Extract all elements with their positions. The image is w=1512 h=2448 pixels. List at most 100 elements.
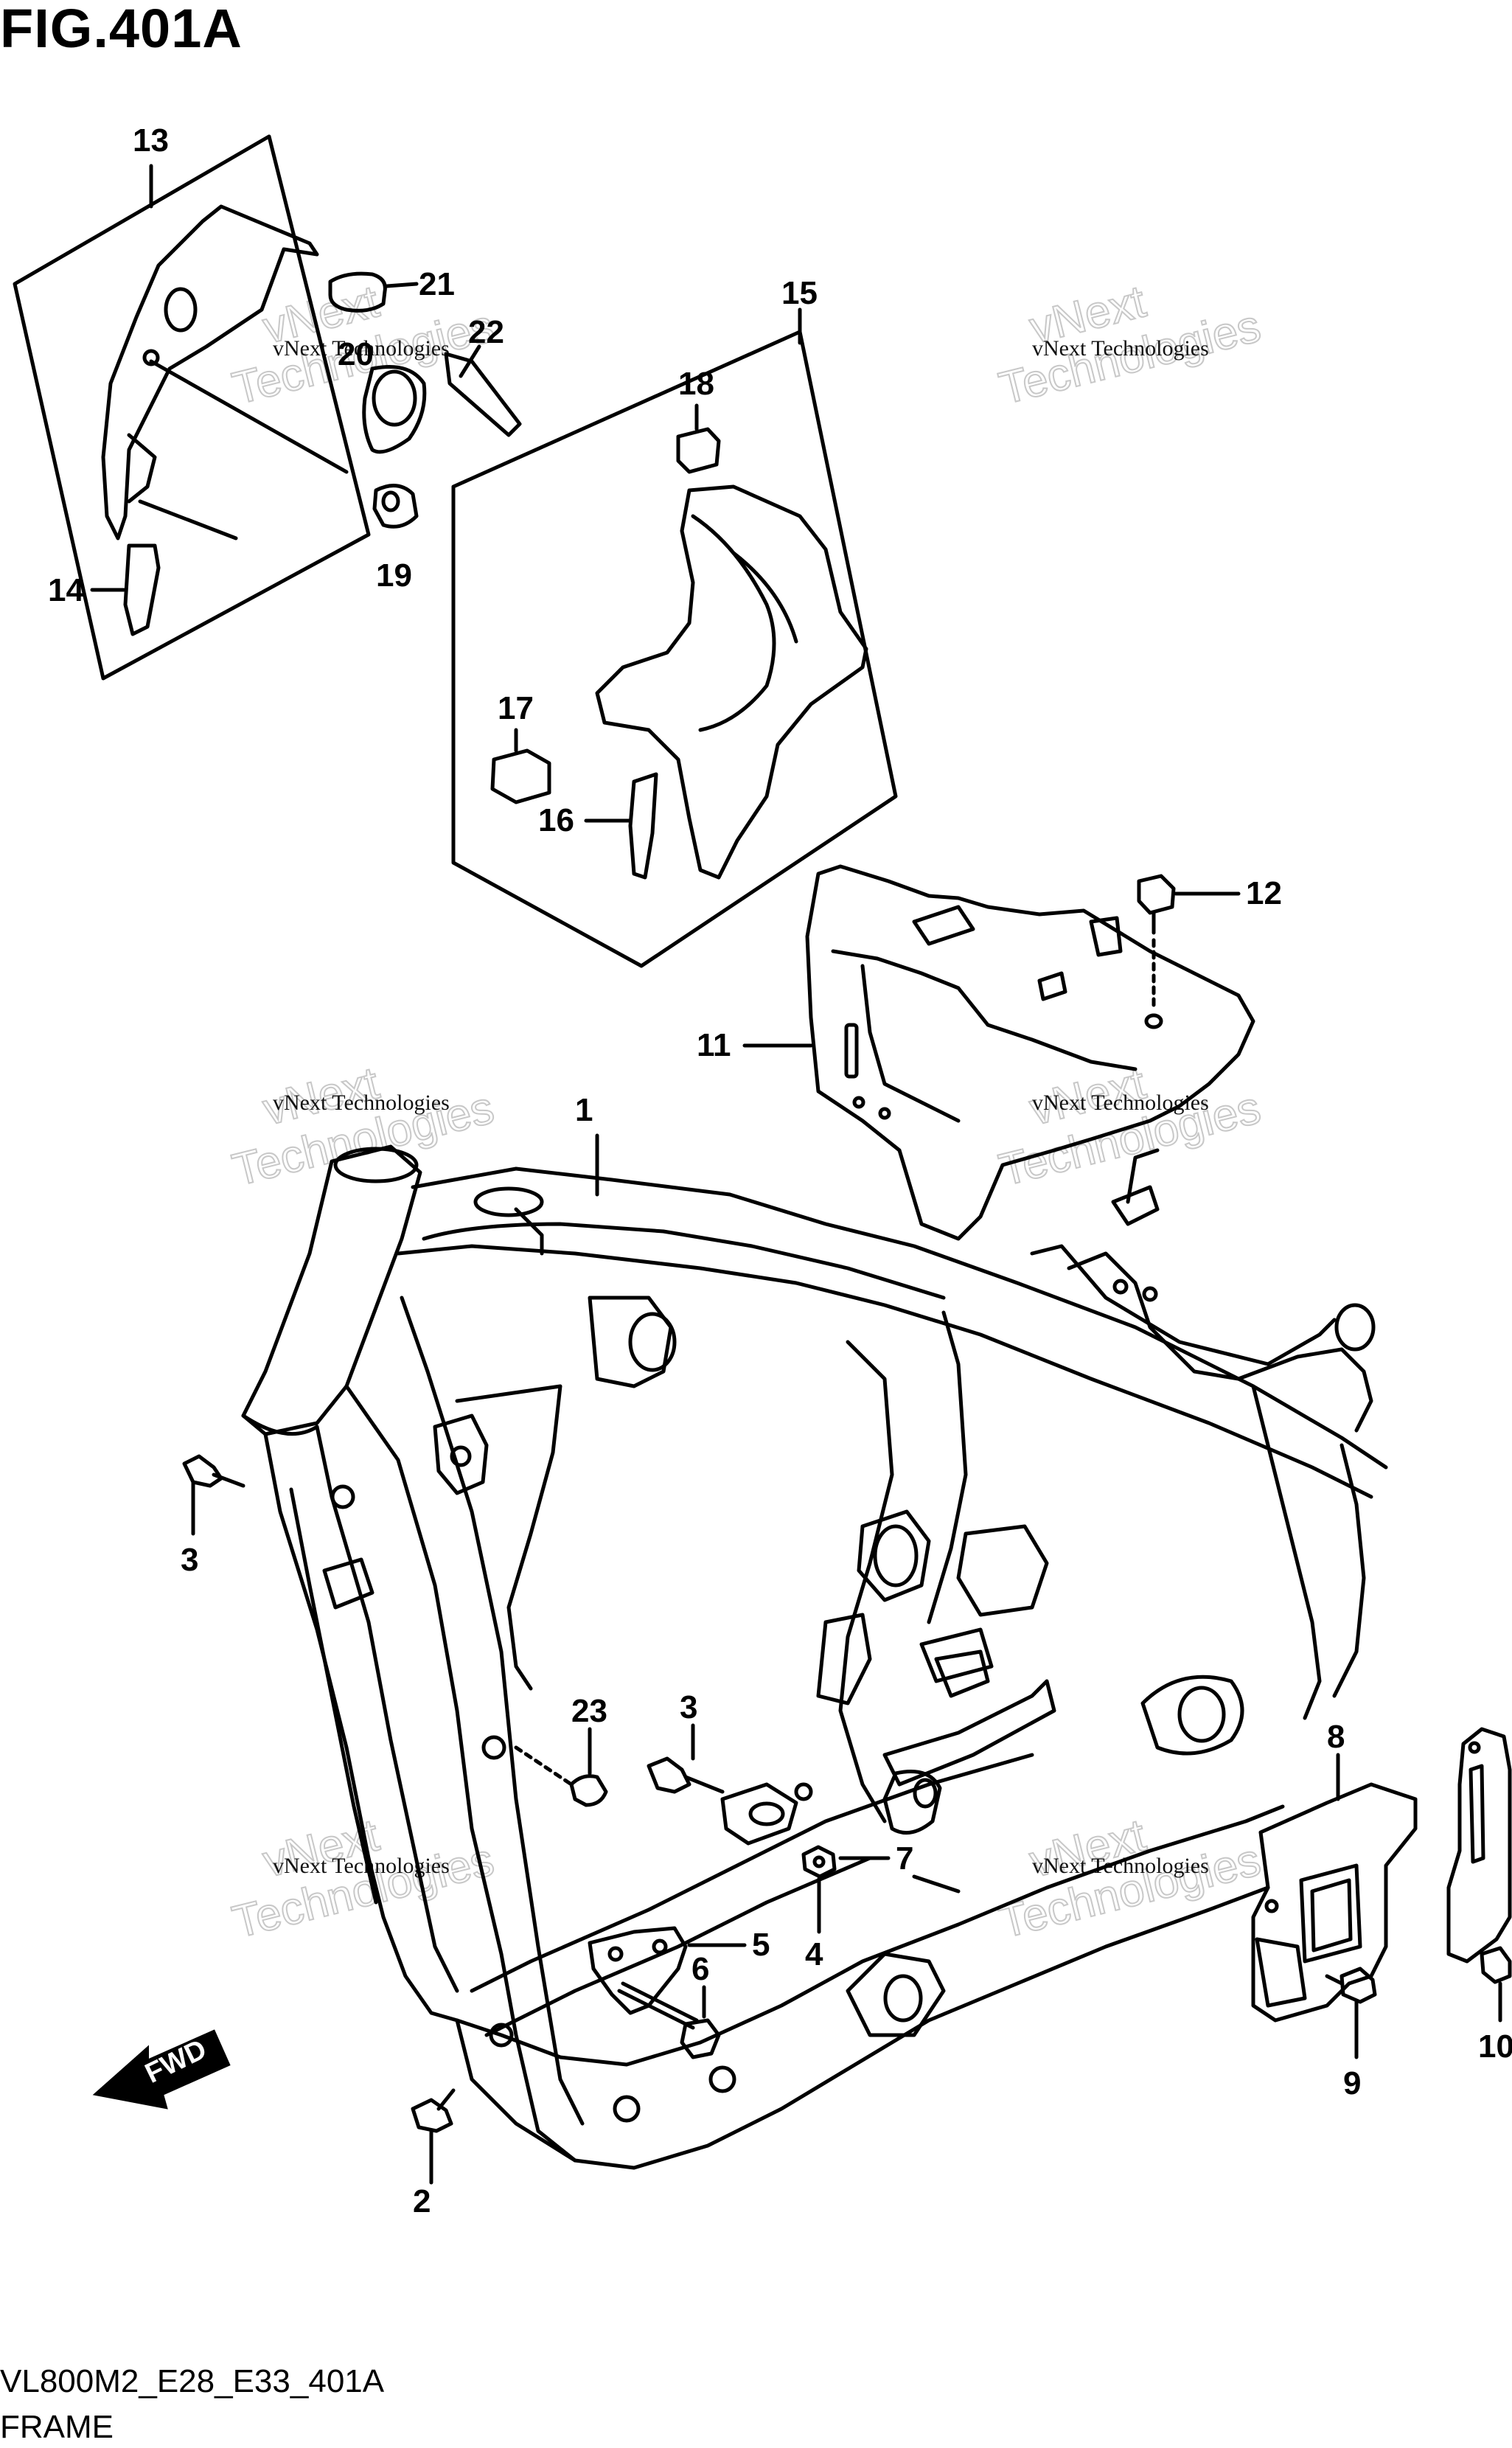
part-11-mount-hole	[1144, 1013, 1163, 1029]
part-14-cushion	[123, 543, 161, 636]
part-13-hole	[164, 287, 198, 333]
diagram-name: FRAME	[0, 2409, 114, 2445]
frame-rear-tube-end	[1177, 1686, 1226, 1743]
part-7-collar-hole	[913, 1778, 938, 1809]
callout-3-left: 3	[181, 1542, 198, 1578]
callout-4: 4	[805, 1936, 823, 1972]
part-11-battery-box	[805, 864, 1255, 1241]
frame-mount-plate-front	[433, 1413, 489, 1495]
part-13-leader-b	[138, 499, 238, 540]
callout-12: 12	[1246, 875, 1282, 911]
frame-cross-tube	[470, 1753, 1034, 1993]
callout-5: 5	[752, 1927, 770, 1963]
part-11-hole-b	[878, 1107, 891, 1120]
callout-19: 19	[376, 557, 412, 594]
frame-pivot-boss	[873, 1524, 919, 1588]
part-10-bolt	[1480, 1946, 1512, 1984]
leader-23-dash	[514, 1745, 574, 1787]
part-11-flange	[1089, 916, 1123, 957]
part-22-tube	[444, 352, 522, 437]
callout-2: 2	[413, 2183, 431, 2219]
frame-foot-end	[883, 1974, 923, 2023]
frame-lower-cradle-right	[573, 1885, 1270, 2170]
frame-steering-head	[241, 1144, 422, 1436]
callout-22: 22	[468, 314, 504, 350]
part-13-rib	[127, 433, 157, 504]
frame-rear-upright-left	[838, 1340, 894, 1823]
callout-8: 8	[1327, 1719, 1345, 1755]
part-21-cap	[328, 271, 387, 313]
part-13-left-cover	[101, 204, 319, 540]
part-12-bolt-head	[1137, 874, 1176, 915]
frame-head-top	[333, 1147, 419, 1183]
part-2-bolt	[411, 2098, 453, 2133]
part-2-bolt-shank	[436, 2088, 456, 2111]
kit-box-15	[451, 330, 898, 968]
watermark-text: vNext Technologies	[273, 1091, 450, 1115]
callout-10: 10	[1478, 2028, 1512, 2065]
part-11-tab	[912, 905, 975, 946]
part-20-grommet	[362, 365, 427, 454]
part-3-bolt-center-shank	[683, 1775, 725, 1794]
watermark-text: vNext Technologies	[1032, 1091, 1209, 1115]
frame-foot-boss-3	[489, 2023, 514, 2048]
callout-1: 1	[575, 1092, 593, 1128]
frame-plate-1	[322, 1557, 374, 1610]
part-15-rib-b	[731, 551, 798, 644]
callout-23: 23	[571, 1693, 607, 1729]
frame-rear-tab-rod	[1126, 1148, 1160, 1204]
frame-gusset-2	[514, 1207, 544, 1256]
frame-inner-downtube	[344, 1384, 577, 2163]
frame-rear-upright-right	[927, 1310, 968, 1624]
frame-lower-cross	[455, 2018, 577, 2163]
frame-rear-cross-foot	[846, 1952, 946, 2037]
frame-boss-2	[481, 1735, 506, 1760]
part-23-plug	[569, 1774, 608, 1807]
watermark-text: vNext Technologies	[273, 336, 450, 361]
frame-rear-down-left	[1251, 1384, 1322, 1720]
frame-downtube-outer	[263, 1432, 459, 2023]
frame-cross-tube-end	[628, 1312, 677, 1372]
callout-9: 9	[1343, 2065, 1361, 2101]
part-18-pad	[676, 427, 721, 474]
callout-3-center: 3	[680, 1689, 697, 1725]
part-11-tab-b	[1037, 971, 1067, 1001]
part-8-hole	[1264, 1899, 1279, 1913]
frame-rear-loop-end	[1334, 1303, 1376, 1352]
frame-cross-tube-b	[484, 1856, 872, 2037]
part-10-bracket	[1446, 1727, 1512, 1964]
frame-gusset-1	[473, 1186, 544, 1217]
callout-14: 14	[48, 572, 84, 608]
frame-rear-loop	[1067, 1251, 1373, 1433]
callout-13: 13	[133, 122, 169, 159]
frame-top-tube-inner	[422, 1222, 946, 1300]
part-20-inner	[372, 369, 417, 427]
watermark-text: vNext Technologies	[273, 1854, 450, 1878]
frame-plate-2	[919, 1627, 994, 1683]
leader-21	[385, 282, 419, 288]
frame-lower-cradle-left	[455, 1804, 1285, 2067]
frame-center-tube	[882, 1679, 1056, 1787]
diagram-code: VL800M2_E28_E33_401A	[0, 2363, 385, 2399]
part-16-strip	[628, 772, 658, 880]
part-10-hole	[1468, 1741, 1481, 1754]
part-5-hole-2	[652, 1938, 668, 1955]
frame-rear-down-right	[1332, 1443, 1366, 1698]
frame-boss-3	[794, 1782, 813, 1801]
part-5-bracket	[588, 1926, 688, 2015]
frame-foot-boss-1	[613, 2095, 641, 2123]
callout-20: 20	[338, 336, 374, 372]
part-8-box-inner	[1310, 1878, 1353, 1953]
frame-rear-tab	[1111, 1185, 1160, 1226]
frame-rear-hole-1	[1112, 1279, 1129, 1295]
callout-15: 15	[781, 275, 818, 311]
part-11-inner-tray	[831, 949, 1138, 1071]
frame-center-bracket	[934, 1649, 990, 1698]
part-19-hole	[381, 490, 400, 512]
part-13-small-hole	[142, 349, 160, 366]
frame-center-web	[455, 1384, 562, 1691]
watermark-group: vNext Technologies vNext Technologies vN…	[227, 275, 1267, 1949]
part-3-bolt-left-shank	[212, 1472, 245, 1488]
part-6-bolt	[617, 1981, 699, 2030]
